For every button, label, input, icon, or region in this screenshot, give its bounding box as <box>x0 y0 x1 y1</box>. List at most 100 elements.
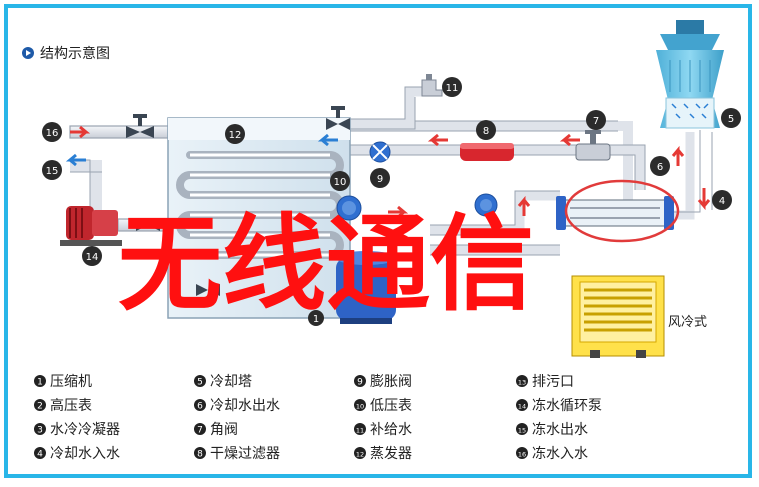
marker-6: 6 <box>650 156 670 176</box>
condenser-highlight-ellipse <box>564 179 680 243</box>
legend-number-badge <box>194 399 206 411</box>
legend-number: 11 <box>356 427 364 435</box>
water-cooled-condenser-icon <box>556 196 674 230</box>
play-arrow-icon <box>26 50 31 56</box>
page-title: 结构示意图 <box>40 45 110 62</box>
legend-label: 冷却水出水 <box>210 398 280 414</box>
air-cooled-condenser-icon <box>571 275 665 358</box>
legend-item: 8 干燥过滤器 <box>194 446 280 462</box>
legend-label: 补给水 <box>370 422 412 438</box>
legend-number-badge <box>194 375 206 387</box>
legend-number-badge <box>354 447 366 459</box>
legend-number-badge <box>194 447 206 459</box>
legend-number: 1 <box>37 378 43 388</box>
legend-number: 5 <box>197 378 203 388</box>
svg-text:1: 1 <box>313 314 319 325</box>
valve-chilled-inlet-icon <box>126 114 154 138</box>
arrow-up-red-icon <box>517 195 531 216</box>
legend-number-badge <box>516 375 528 387</box>
legend-label: 冻水出水 <box>532 421 588 438</box>
legend-label: 角阀 <box>210 422 238 438</box>
valve-pump-icon <box>136 219 160 231</box>
legend-number: 8 <box>197 450 203 460</box>
svg-text:7: 7 <box>593 116 599 127</box>
chilled-water-pump <box>60 206 122 246</box>
legend-label: 膨胀阀 <box>370 373 412 390</box>
legend-number-badge <box>516 447 528 459</box>
marker-14: 14 <box>82 246 102 266</box>
svg-text:10: 10 <box>334 177 347 188</box>
legend-label: 低压表 <box>370 398 412 414</box>
svg-text:8: 8 <box>483 126 489 137</box>
flow-arrows <box>65 125 711 219</box>
legend-label: 冷却水入水 <box>50 446 120 462</box>
legend-number-badge <box>34 375 46 387</box>
svg-text:11: 11 <box>446 83 459 94</box>
legend-item: 6 冷却水出水 <box>194 398 280 414</box>
marker-9: 9 <box>370 168 390 188</box>
legend-item: 11 补给水 <box>354 422 412 438</box>
legend-number-badge <box>354 399 366 411</box>
svg-text:15: 15 <box>46 166 59 177</box>
arrow-red-icon <box>388 205 409 219</box>
legend-number: 15 <box>518 427 526 435</box>
low-pressure-gauge-icon <box>336 195 362 221</box>
arrow-blue-icon <box>317 133 338 147</box>
legend-label: 水冷冷凝器 <box>50 422 120 438</box>
legend-number: 12 <box>356 451 364 459</box>
arrow-blue-icon <box>65 153 86 167</box>
legend-label: 高压表 <box>50 397 92 414</box>
legend-number-badge <box>516 423 528 435</box>
legend-label: 干燥过滤器 <box>210 446 280 462</box>
marker-12: 12 <box>225 124 245 144</box>
legend-number-badge <box>354 423 366 435</box>
valve-makeup-icon <box>326 106 350 130</box>
svg-text:14: 14 <box>86 252 99 263</box>
legend-number: 13 <box>518 379 526 387</box>
legend-label: 排污口 <box>532 374 574 390</box>
legend-number: 7 <box>197 426 203 436</box>
arrow-red-icon <box>427 133 448 147</box>
legend-number-badge <box>34 447 46 459</box>
legend-number: 4 <box>37 450 43 460</box>
svg-text:9: 9 <box>377 174 383 185</box>
legend-number: 16 <box>518 451 526 459</box>
legend-number: 3 <box>37 426 43 436</box>
high-pressure-gauge-icon <box>474 193 498 217</box>
svg-text:5: 5 <box>728 114 734 125</box>
angle-valve-icon <box>575 130 611 161</box>
marker-10: 10 <box>330 171 350 191</box>
legend-number-badge <box>34 423 46 435</box>
legend-number-badge <box>34 399 46 411</box>
marker-5: 5 <box>721 108 741 128</box>
legend-number-badge <box>194 423 206 435</box>
expansion-valve-icon <box>369 141 391 163</box>
legend-number-badge <box>354 375 366 387</box>
svg-text:6: 6 <box>657 162 663 173</box>
svg-text:12: 12 <box>229 130 242 141</box>
svg-text:4: 4 <box>719 196 725 207</box>
filter-drier-icon <box>460 143 514 161</box>
legend-number: 6 <box>197 402 203 412</box>
number-markers: 16 15 14 12 11 10 9 8 7 6 5 4 1 <box>42 77 741 326</box>
compressor-icon <box>336 251 396 324</box>
marker-8: 8 <box>476 120 496 140</box>
marker-1: 1 <box>308 310 324 326</box>
valve-drain-icon <box>196 284 220 296</box>
marker-4: 4 <box>712 190 732 210</box>
arrow-up-red-icon <box>671 145 685 166</box>
marker-16: 16 <box>42 122 62 142</box>
arrow-red-icon <box>559 133 580 147</box>
air-cooled-label: 风冷式 <box>668 315 707 330</box>
marker-7: 7 <box>586 110 606 130</box>
faucet-icon <box>421 74 443 97</box>
